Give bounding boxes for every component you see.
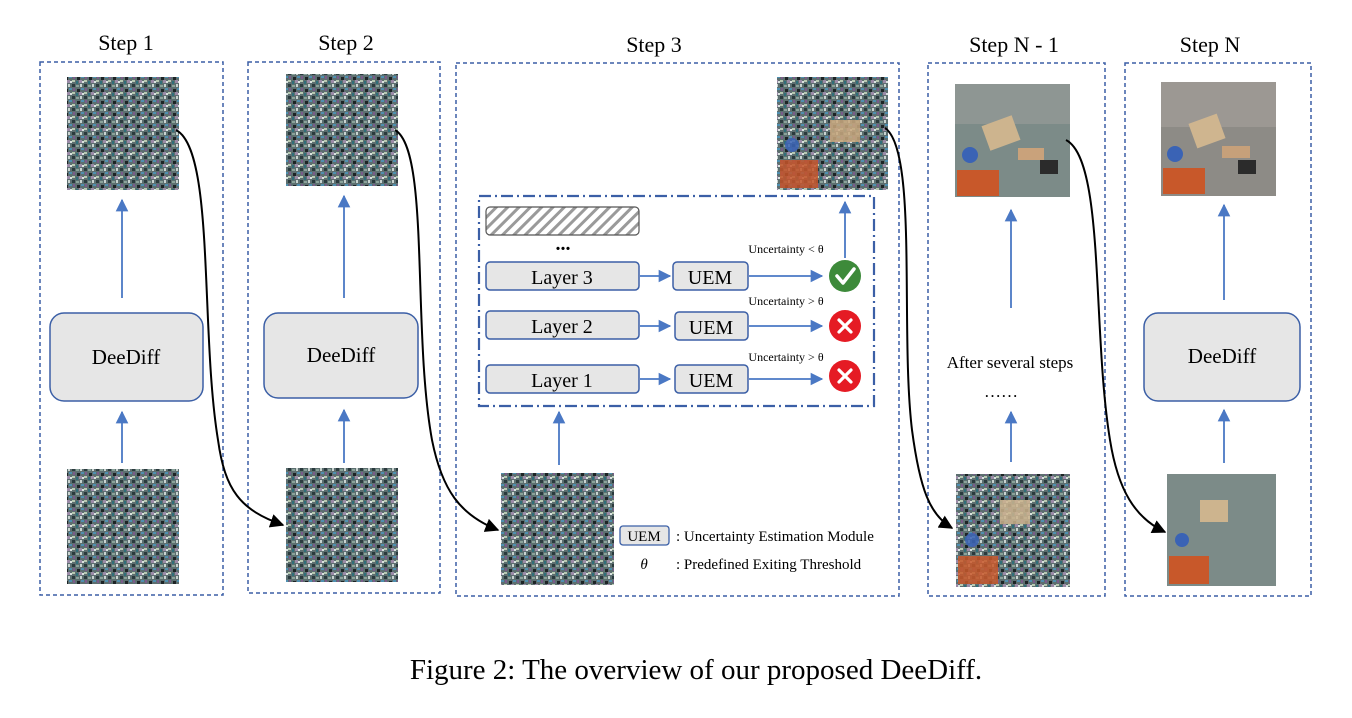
step-3-panel: Step 3 ... Layer 3 UEM Uncertainty < θ L… (455, 32, 900, 597)
layer-2-block (485, 310, 640, 340)
legend-uem-desc: : Uncertainty Estimation Module (676, 529, 874, 545)
deediff-block (1143, 312, 1301, 402)
step-2-panel: Step 2 DeeDiff (247, 30, 441, 594)
output-noise-image (67, 77, 179, 190)
layer-ellipsis: ... (556, 233, 571, 255)
hidden-layers-block (485, 206, 640, 236)
layer-1-label: Layer 1 (531, 370, 593, 392)
legend-uem-swatch (619, 525, 670, 546)
step-n-panel: Step N DeeDiff (1124, 32, 1312, 597)
step-title: Step 3 (626, 32, 682, 57)
legend-theta-desc: : Predefined Exiting Threshold (676, 557, 862, 573)
input-noise-image (501, 473, 614, 585)
layer-2-label: Layer 2 (531, 316, 593, 338)
deediff-label: DeeDiff (1188, 344, 1256, 368)
cross-icon (829, 360, 861, 392)
step-frame (455, 62, 900, 597)
layer-3-label: Layer 3 (531, 267, 593, 289)
layer-1-block (485, 364, 640, 394)
step-frame (39, 61, 224, 596)
legend: UEM : Uncertainty Estimation Module θ : … (619, 525, 874, 573)
input-noise-image (67, 469, 179, 584)
connector-step2-to-step3 (394, 129, 500, 532)
uem-label: UEM (688, 267, 733, 289)
connector-step1-to-step2 (175, 129, 285, 528)
step-frame (1124, 62, 1312, 597)
legend-theta-key: θ (640, 557, 648, 573)
step-frame (927, 62, 1106, 597)
step-title: Step 1 (98, 30, 154, 55)
partially-denoised-output-image (777, 77, 888, 190)
figure-caption: Figure 2: The overview of our proposed D… (410, 654, 982, 686)
step-title: Step 2 (318, 30, 374, 55)
step-title: Step N (1180, 32, 1241, 57)
input-noise-image (286, 468, 398, 582)
uem-label: UEM (689, 317, 734, 339)
output-noise-image (286, 74, 398, 186)
input-partial-image (956, 474, 1070, 587)
step-title: Step N - 1 (969, 32, 1059, 57)
input-near-final-image (1167, 474, 1276, 586)
uem-block (672, 261, 749, 291)
check-icon (829, 260, 861, 292)
continuation-dots: …… (984, 382, 1018, 401)
connector-step3-to-stepn1 (884, 127, 954, 529)
cross-icon (829, 310, 861, 342)
step-n-minus-1-panel: Step N - 1 After several steps …… (927, 32, 1106, 597)
near-final-output-image (955, 84, 1070, 197)
uem-block (674, 364, 749, 394)
layer-3-block (485, 261, 640, 291)
deediff-label: DeeDiff (307, 343, 375, 367)
legend-uem-key: UEM (627, 529, 660, 545)
deediff-label: DeeDiff (92, 345, 160, 369)
uem-block (674, 311, 749, 341)
final-denoised-image (1161, 82, 1276, 196)
uem-label: UEM (689, 370, 734, 392)
uncertainty-condition-label: Uncertainty > θ (748, 294, 823, 308)
uncertainty-condition-label: Uncertainty < θ (748, 242, 823, 256)
connector-stepn1-to-stepn (1065, 139, 1167, 534)
step-frame (247, 61, 441, 594)
deediff-block (49, 312, 204, 402)
early-exit-module-frame (477, 194, 876, 408)
step-1-panel: Step 1 DeeDiff (39, 30, 224, 596)
after-several-steps-label: After several steps (947, 353, 1074, 372)
uncertainty-condition-label: Uncertainty > θ (748, 350, 823, 364)
deediff-block (263, 312, 419, 399)
